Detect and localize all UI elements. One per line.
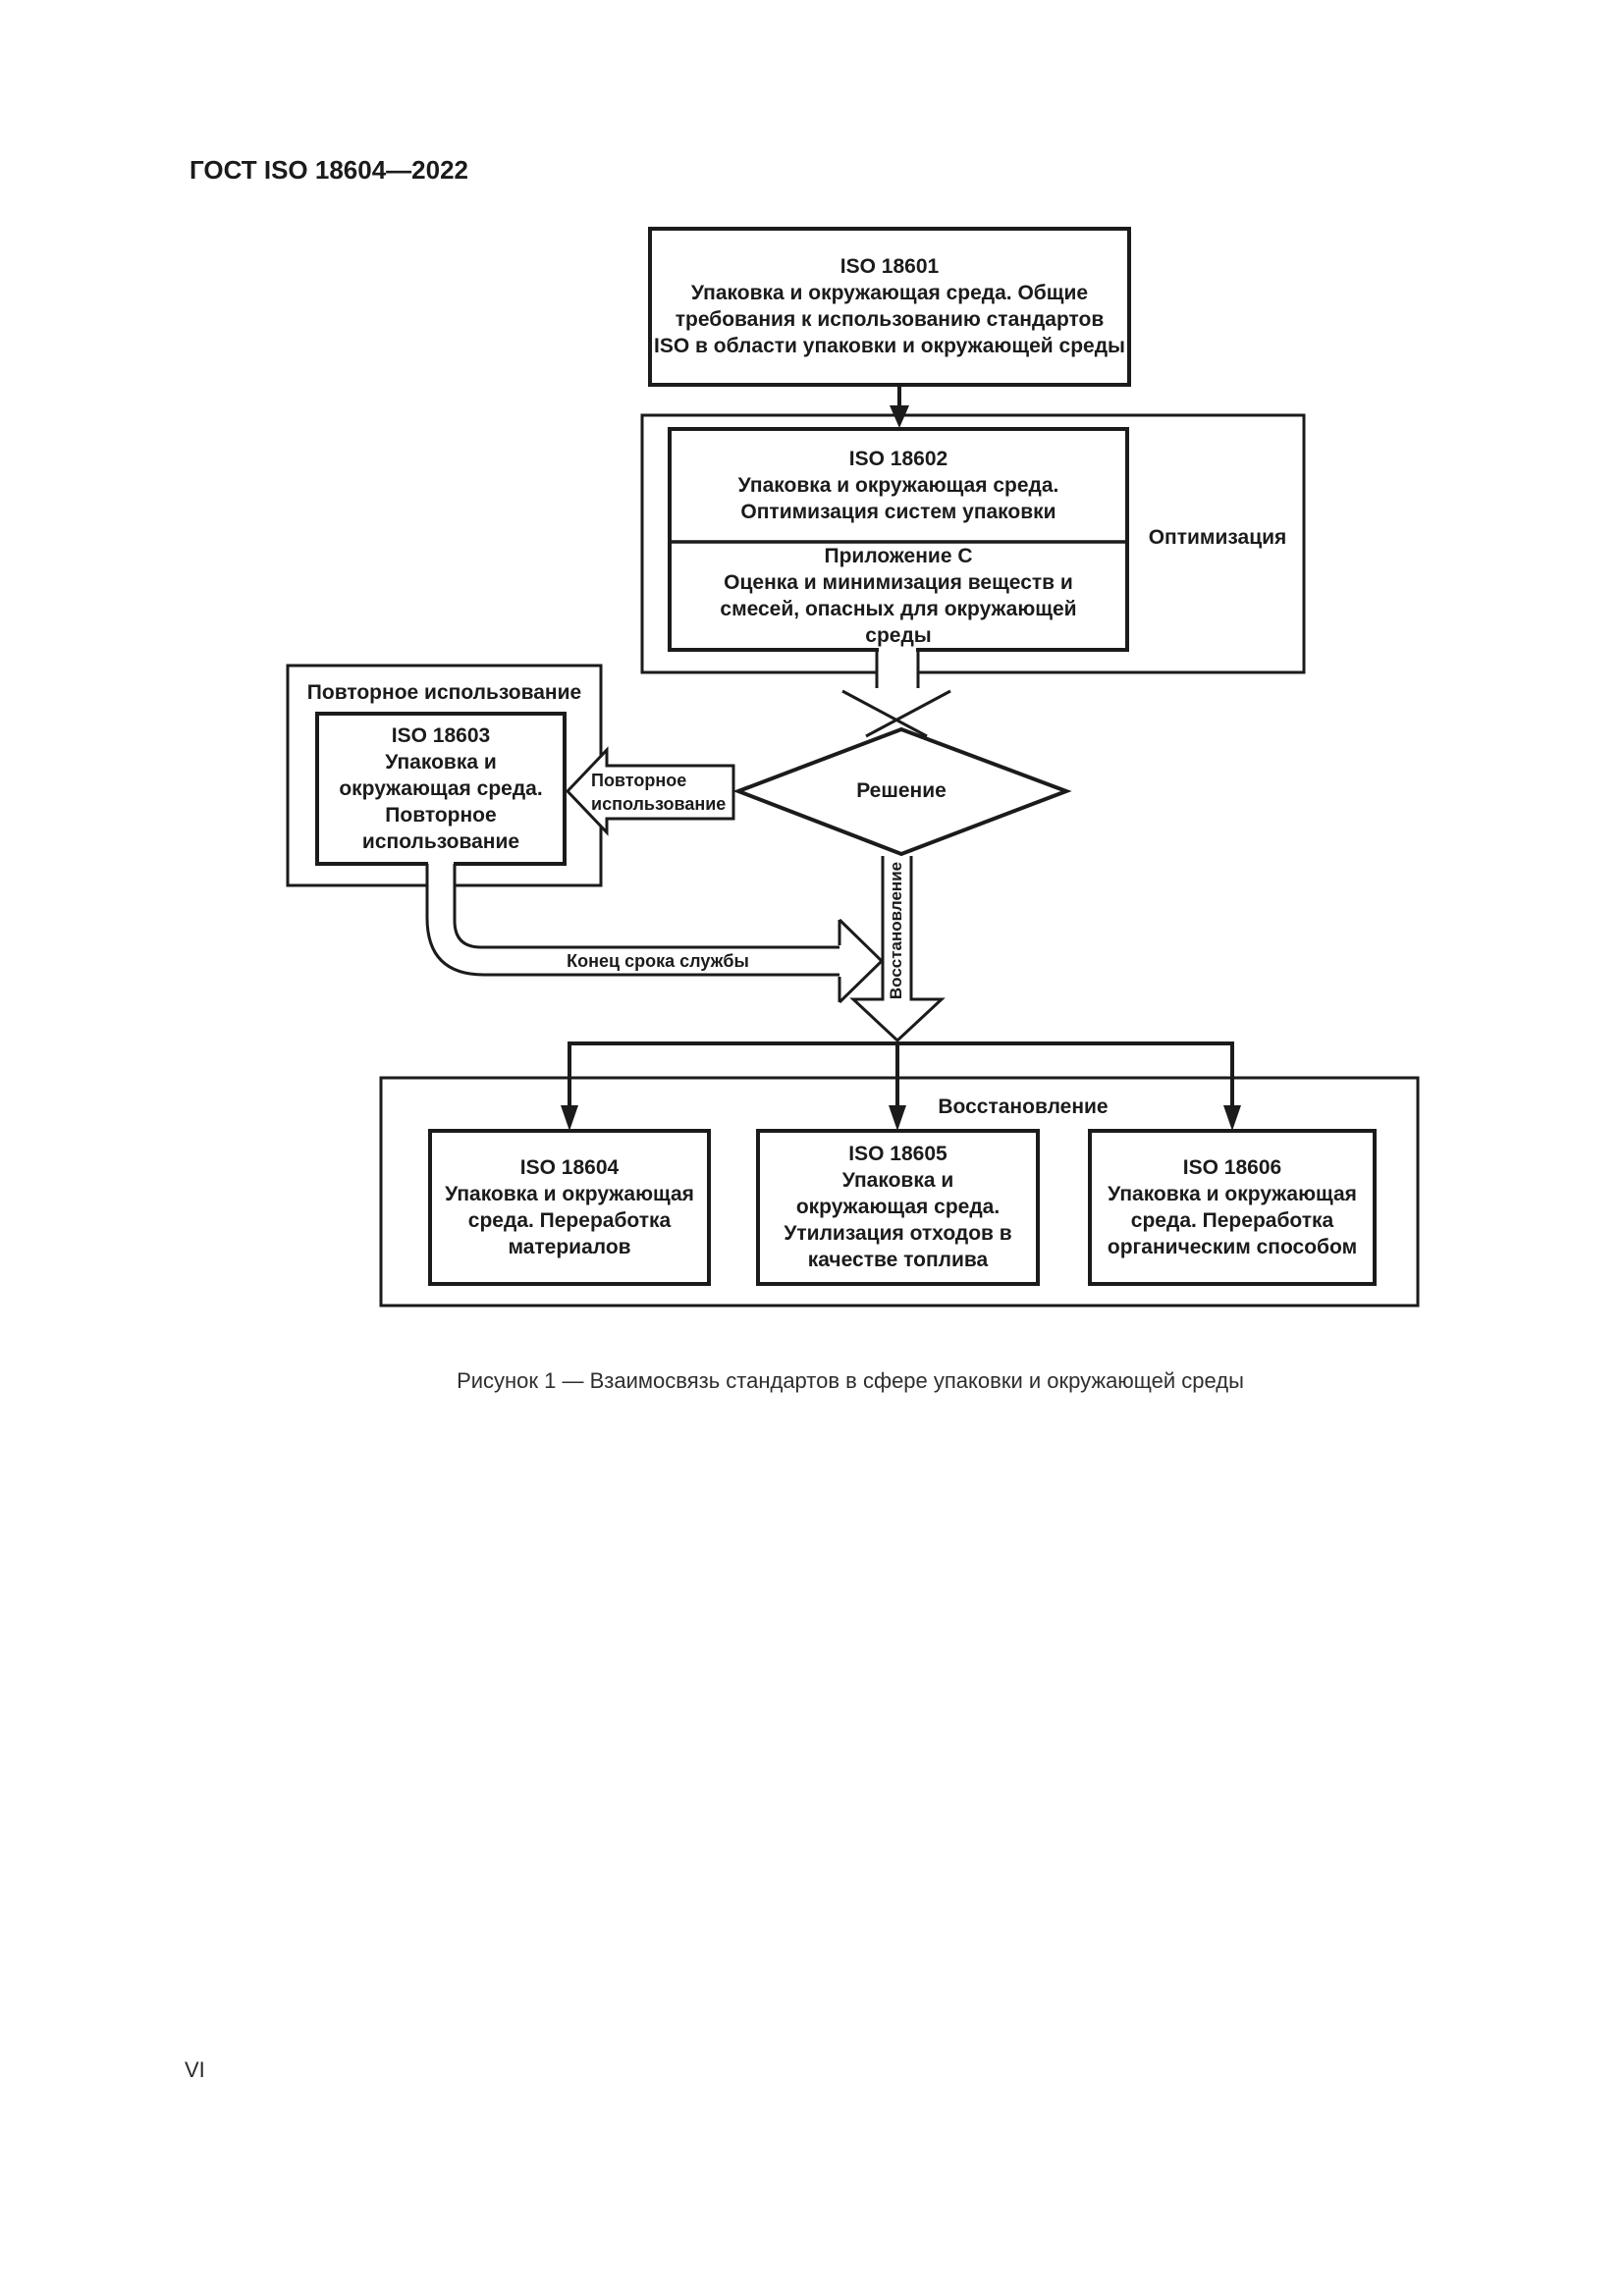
iso18601-box-outline xyxy=(648,227,1131,387)
recovery-vertical-label: Восстановление xyxy=(887,861,905,1000)
distribution-connector xyxy=(561,1041,1241,1131)
recovery-container-outline xyxy=(379,1076,1420,1308)
iso18604-box-outline xyxy=(428,1129,711,1286)
border-gap xyxy=(878,668,917,676)
end-of-life-label: Конец срока службы xyxy=(567,951,749,971)
optimization-container-outline xyxy=(640,413,1306,674)
iso18605-box-text: ISO 18605 Упаковка и окружающая среда. У… xyxy=(784,1143,1012,1271)
figure-caption: Рисунок 1 — Взаимосвязь стандартов в сфе… xyxy=(457,1368,1244,1393)
hollow-arrow-18602-to-decision xyxy=(875,648,920,688)
iso18606-box-outline xyxy=(1088,1129,1377,1286)
recovery-hollow-arrow xyxy=(849,856,946,1043)
decision-diamond-outline xyxy=(732,726,1072,857)
iso18602-box-outline xyxy=(668,427,1129,652)
iso18606-box-text: ISO 18606 Упаковка и окружающая среда. П… xyxy=(1107,1156,1358,1258)
iso18604-box-text: ISO 18604 Упаковка и окружающая среда. П… xyxy=(445,1156,694,1258)
arrow-18601-to-18602 xyxy=(890,385,909,428)
iso18603-box-text: ISO 18603 Упаковка и окружающая среда. П… xyxy=(339,724,543,853)
border-gap xyxy=(879,645,916,654)
reuse-block-arrow xyxy=(565,746,735,836)
annex-c-text: Приложение C Оценка и минимизация вещест… xyxy=(720,545,1077,647)
border-gap xyxy=(428,881,454,889)
decision-label: Решение xyxy=(856,779,947,802)
page-header: ГОСТ ISO 18604—2022 xyxy=(189,155,469,185)
iso18605-box-outline xyxy=(756,1129,1040,1286)
end-of-life-channel xyxy=(425,864,885,1004)
optimization-label: Оптимизация xyxy=(1148,526,1287,549)
page-number: VI xyxy=(185,2057,205,2082)
iso18601-box-text: ISO 18601 Упаковка и окружающая среда. О… xyxy=(654,255,1125,357)
reuse-arrow-label: Повторное использование xyxy=(591,771,727,814)
reuse-group-label: Повторное использование xyxy=(306,681,582,704)
iso18602-box-text: ISO 18602 Упаковка и окружающая среда. О… xyxy=(737,448,1059,523)
iso18603-box-outline xyxy=(315,712,567,866)
recovery-group-label: Восстановление xyxy=(938,1095,1109,1118)
hollow-arrow-head xyxy=(841,689,951,738)
border-gap xyxy=(428,860,454,868)
end-of-life-arrow-head xyxy=(838,918,885,1004)
